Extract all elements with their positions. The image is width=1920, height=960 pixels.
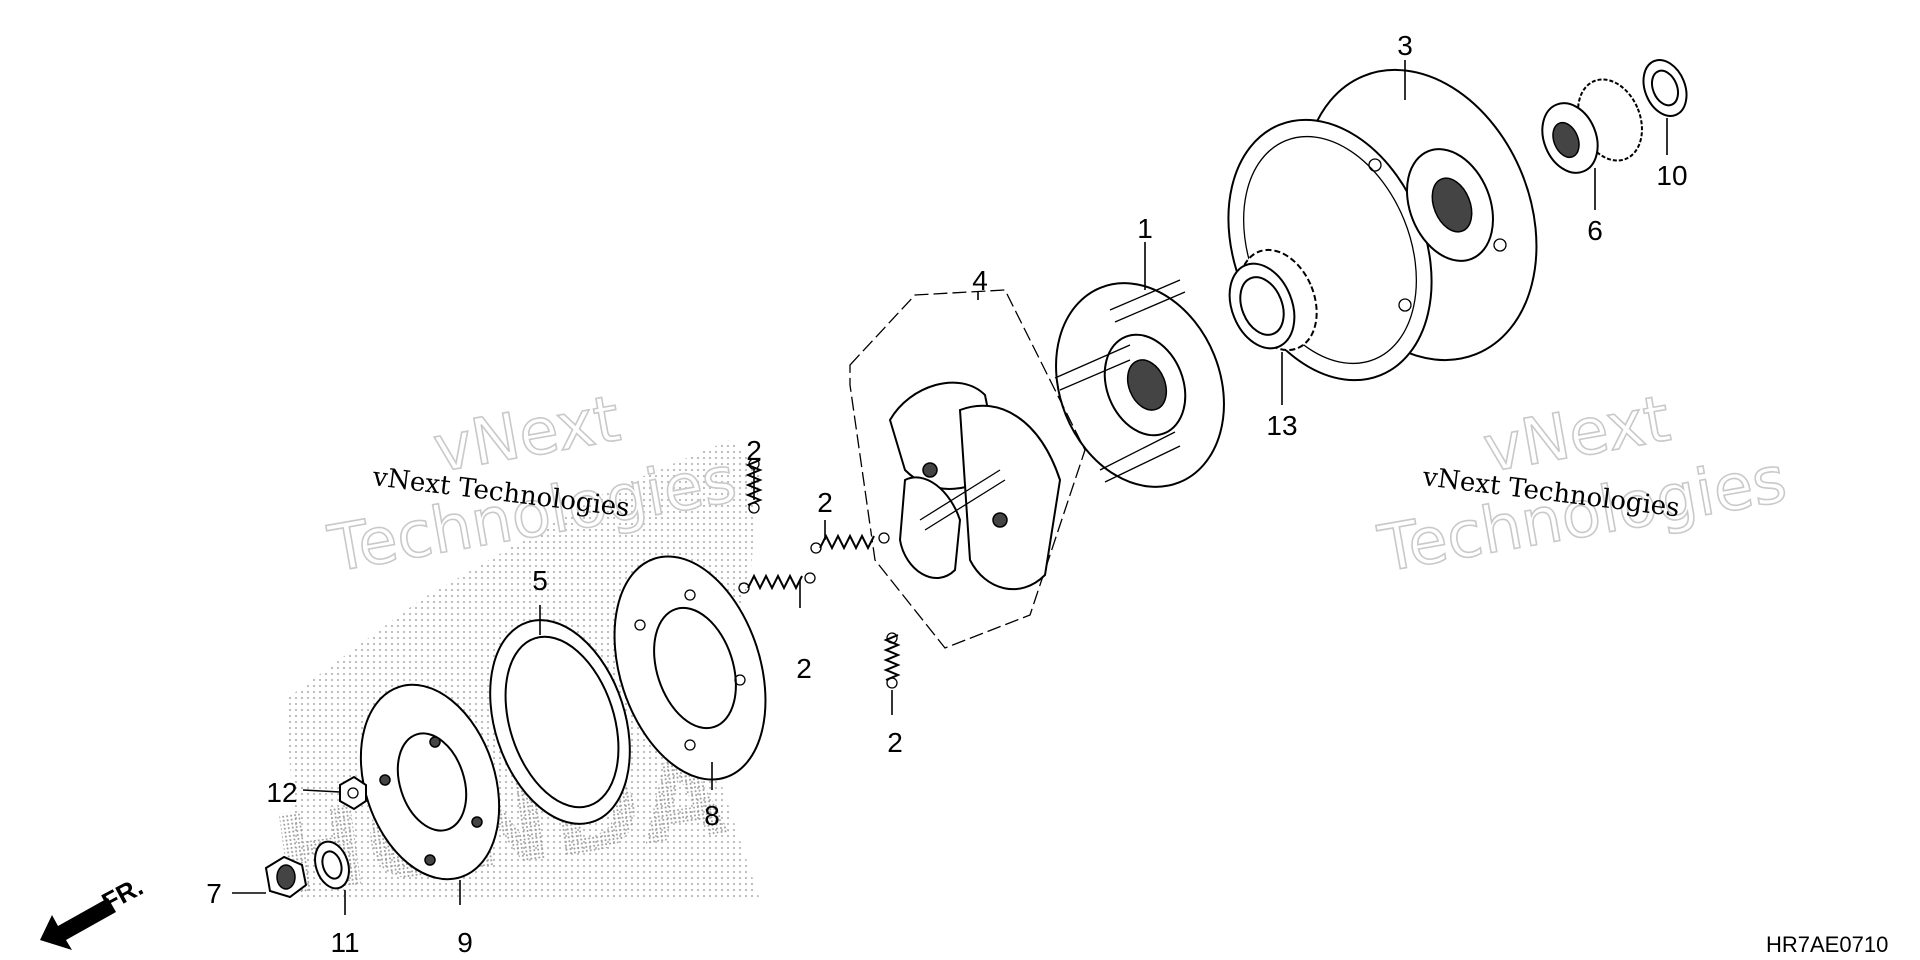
callout-13: 13 <box>1266 410 1297 441</box>
clutch-outer-drum <box>1227 68 1538 382</box>
friction-ring <box>489 619 631 825</box>
callout-4: 4 <box>972 265 988 296</box>
callout-3: 3 <box>1397 30 1413 61</box>
callout-2-mid-left: 2 <box>796 653 812 684</box>
diagram-code: HR7AE0710 <box>1766 932 1888 957</box>
callout-12: 12 <box>266 777 297 808</box>
drive-plate <box>1054 279 1225 488</box>
front-direction-arrow-icon: FR. <box>40 871 148 950</box>
callout-9: 9 <box>457 927 473 958</box>
callout-2-bottom: 2 <box>887 727 903 758</box>
clutch-weight-assembly <box>849 289 1086 649</box>
callout-2-top: 2 <box>746 435 762 466</box>
callout-8: 8 <box>704 800 720 831</box>
callout-1: 1 <box>1137 213 1153 244</box>
thrust-washer <box>1642 59 1688 117</box>
callout-2-mid-right: 2 <box>817 487 833 518</box>
one-way-clutch <box>1228 248 1318 352</box>
spring-mid-right <box>810 532 890 554</box>
callout-5: 5 <box>532 565 548 596</box>
callout-10: 10 <box>1656 160 1687 191</box>
clutch-plate <box>613 555 767 781</box>
leader-lines <box>232 60 1668 915</box>
lock-washer <box>314 840 350 890</box>
callout-11: 11 <box>330 927 359 958</box>
spring-mid-left <box>738 572 816 594</box>
callout-6: 6 <box>1587 215 1603 246</box>
spring-bottom <box>883 632 901 689</box>
end-plate <box>359 683 501 881</box>
primary-drive-gear <box>1541 78 1643 174</box>
watermark-right-line1: vNext <box>1478 382 1675 487</box>
flange-nut <box>264 855 308 899</box>
small-nut <box>339 775 367 811</box>
callout-7: 7 <box>206 878 222 909</box>
